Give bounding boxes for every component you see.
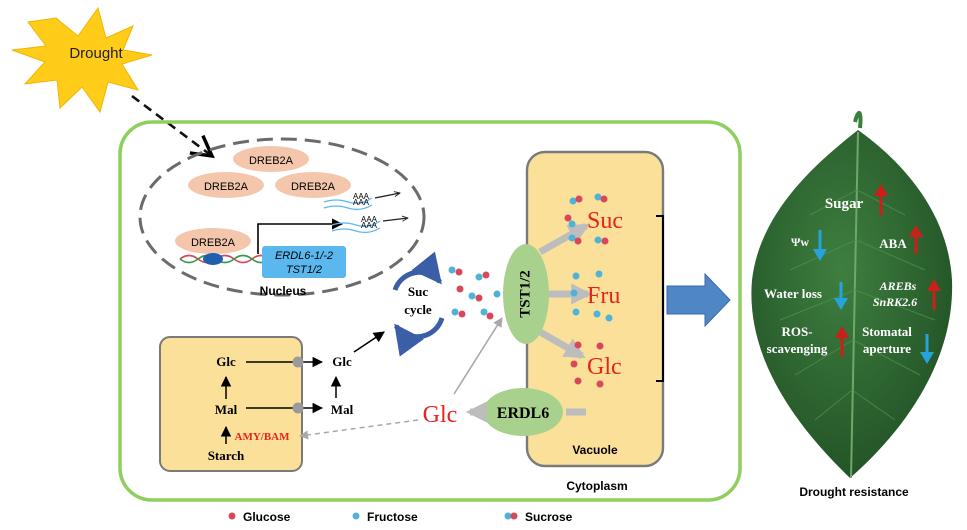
suc-cycle-label: Suc <box>408 284 428 299</box>
exported-glc: Glc <box>423 402 458 428</box>
gene-tst-label: TST1/2 <box>286 264 322 276</box>
vacuole-suc: Suc <box>587 208 623 234</box>
up-arrow-icon <box>909 225 923 254</box>
dreb2a-protein: DREB2A <box>188 172 264 198</box>
poly-a-tail: AAA <box>353 198 370 207</box>
up-arrow-icon <box>835 326 849 357</box>
amy-bam-enzyme: AMY/BAM <box>235 431 291 443</box>
down-arrow-icon <box>834 282 848 310</box>
export-to-leaf-arrow <box>666 272 731 328</box>
gene-erdl6-label: ERDL6-1/-2 <box>275 250 333 262</box>
sugar-bracket <box>656 215 664 382</box>
chloroplast-glc: Glc <box>216 354 236 369</box>
dreb2a-label: DREB2A <box>191 237 236 249</box>
arebs-label: AREBs <box>879 279 917 293</box>
cytoplasm-sugar-dots <box>448 266 501 320</box>
legend-glucose: Glucose <box>243 510 291 524</box>
drought-star: Drought <box>11 6 153 114</box>
poly-a-tail: AAA <box>361 221 378 230</box>
drought-label: Drought <box>69 45 123 62</box>
glucose-legend-icon <box>228 512 236 520</box>
erdl6-exporter <box>483 388 563 436</box>
vacuole-label: Vacuole <box>572 443 618 457</box>
mrna-transcripts <box>323 193 408 234</box>
suc-cycle-icon <box>392 251 445 357</box>
chloroplast-mal: Mal <box>215 402 238 417</box>
glc-to-chloroplast-arrow <box>299 419 419 440</box>
aperture-label: aperture <box>863 341 911 356</box>
vacuole-glucose-dots <box>570 341 604 388</box>
vacuole-glc: Glc <box>587 354 622 380</box>
fructose-legend-icon <box>352 512 360 520</box>
legend-fructose: Fructose <box>367 510 418 524</box>
legend-sucrose: Sucrose <box>525 510 573 524</box>
glc-to-suc-cycle-arrow <box>353 331 385 353</box>
dreb2a-label: DREB2A <box>204 181 249 193</box>
vacuole-fructose-dots <box>570 270 613 322</box>
tst-to-glc-arrow <box>538 328 586 360</box>
legend: Glucose Fructose Sucrose <box>228 510 573 524</box>
suc-cycle-label: cycle <box>404 302 432 317</box>
cytoplasm-mal: Mal <box>331 402 354 417</box>
down-arrow-icon <box>813 230 827 261</box>
cytoplasm-label: Cytoplasm <box>566 479 627 493</box>
down-arrow-icon <box>920 334 934 364</box>
water-potential-label: Ψw <box>791 235 809 249</box>
poly-a-tail: AAA <box>353 192 370 201</box>
ros-label: ROS- <box>781 324 812 339</box>
tst-transporter <box>503 244 549 344</box>
vacuole-sucrose-dots <box>564 193 609 245</box>
mal-transporter <box>292 402 304 414</box>
glc-transporter <box>292 356 304 368</box>
nucleus-label: Nucleus <box>260 284 307 298</box>
drought-signal-arrow <box>131 94 215 159</box>
tst-label: TST1/2 <box>517 270 533 318</box>
up-arrow-icon <box>874 184 888 215</box>
nucleus <box>138 137 426 297</box>
cytoplasm-glc: Glc <box>332 354 352 369</box>
cell-wall <box>118 120 742 502</box>
snrk-label: SnRK2.6 <box>873 295 917 309</box>
sugar-label: Sugar <box>825 196 864 212</box>
dreb2a-label: DREB2A <box>249 155 294 167</box>
vacuole-fru: Fru <box>587 283 620 309</box>
dreb2a-protein: DREB2A <box>175 228 251 254</box>
dreb2a-protein: DREB2A <box>275 172 351 198</box>
glc-to-tst-arrow <box>453 317 503 395</box>
stomatal-label: Stomatal <box>862 324 912 339</box>
up-arrow-icon <box>927 279 941 310</box>
leaf-image <box>751 111 953 479</box>
tst-to-suc-arrow <box>538 222 590 256</box>
starch-label: Starch <box>208 448 245 463</box>
scavenging-label: scavenging <box>767 341 828 356</box>
poly-a-tail: AAA <box>361 215 378 224</box>
drought-resistance-caption: Drought resistance <box>799 485 909 499</box>
chloroplast <box>159 336 303 472</box>
transcription-start-arrow <box>257 218 344 254</box>
erdl6-label: ERDL6 <box>497 405 549 422</box>
trend-arrows <box>813 184 941 364</box>
aba-label: ABA <box>879 236 907 251</box>
water-loss-label: Water loss <box>764 286 822 301</box>
dreb2a-label: DREB2A <box>291 181 336 193</box>
dreb2a-protein: DREB2A <box>233 146 309 172</box>
gene-box <box>262 246 346 278</box>
sucrose-legend-icon <box>504 512 512 520</box>
